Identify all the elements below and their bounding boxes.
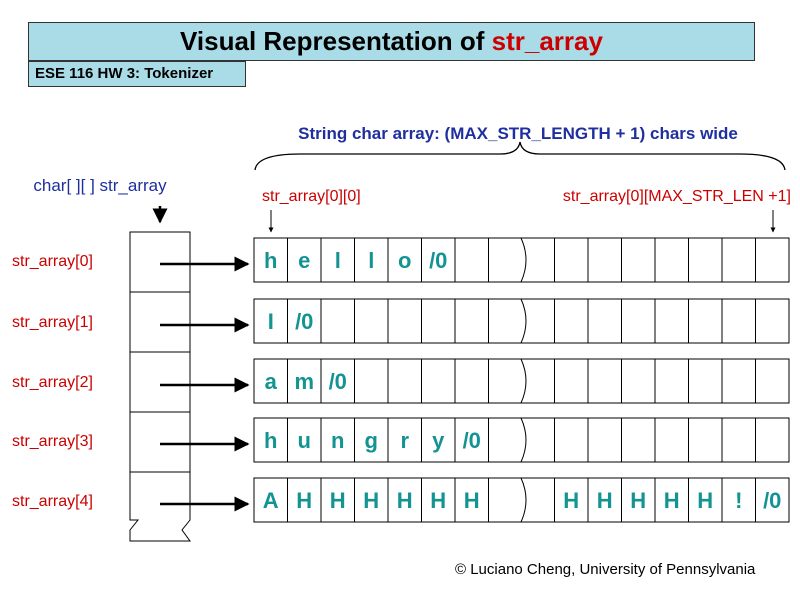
row-label: str_array[4] — [12, 493, 93, 510]
cell-char: r — [400, 428, 409, 453]
cell-char: /0 — [463, 428, 481, 453]
cell-char: /0 — [763, 488, 781, 513]
pointer-label: char[ ][ ] str_array — [33, 176, 167, 195]
cell-char: A — [263, 488, 279, 513]
cell-char: H — [563, 488, 579, 513]
header-label: String char array: (MAX_STR_LENGTH + 1) … — [298, 124, 738, 143]
cell-char: /0 — [295, 309, 313, 334]
row-label: str_array[0] — [12, 253, 93, 270]
subtitle-box: ESE 116 HW 3: Tokenizer — [28, 61, 246, 87]
cell-char: y — [432, 428, 445, 453]
cell-char: H — [664, 488, 680, 513]
left-block — [253, 417, 528, 463]
page-title: Visual Representation of str_array — [29, 23, 754, 60]
cell-char: u — [298, 428, 311, 453]
cell-char: H — [464, 488, 480, 513]
first-index-label: str_array[0][0] — [262, 188, 361, 205]
cell-char: g — [365, 428, 378, 453]
cell-char: H — [630, 488, 646, 513]
cell-char: H — [697, 488, 713, 513]
cell-char: h — [264, 428, 277, 453]
subtitle: ESE 116 HW 3: Tokenizer — [35, 65, 214, 82]
cell-char: /0 — [429, 248, 447, 273]
title-prefix: Visual Representation of — [180, 26, 492, 56]
cell-char: h — [264, 248, 277, 273]
cell-char: m — [294, 369, 314, 394]
cell-char: a — [265, 369, 278, 394]
cell-char: o — [398, 248, 411, 273]
left-block — [253, 237, 528, 283]
cell-char: H — [397, 488, 413, 513]
pointer-column — [129, 231, 191, 542]
copyright: © Luciano Cheng, University of Pennsylva… — [455, 561, 756, 578]
cell-char: /0 — [329, 369, 347, 394]
title-bar: Visual Representation of str_array — [28, 22, 755, 61]
cell-char: l — [368, 248, 374, 273]
cell-char: I — [268, 309, 274, 334]
cell-char: ! — [735, 488, 742, 513]
cell-char: H — [597, 488, 613, 513]
width-brace — [254, 141, 786, 171]
row-label: str_array[3] — [12, 433, 93, 450]
cell-char: l — [335, 248, 341, 273]
cell-char: n — [331, 428, 344, 453]
cell-char: H — [296, 488, 312, 513]
row-label: str_array[1] — [12, 314, 93, 331]
left-block — [253, 477, 528, 523]
array-row: str_array[1] I/0 — [12, 298, 790, 344]
cell-char: H — [363, 488, 379, 513]
title-highlight: str_array — [491, 26, 603, 56]
row-label: str_array[2] — [12, 374, 93, 391]
last-index-label: str_array[0][MAX_STR_LEN +1] — [563, 188, 791, 205]
cell-char: H — [330, 488, 346, 513]
cell-char: e — [298, 248, 310, 273]
cell-char: H — [430, 488, 446, 513]
